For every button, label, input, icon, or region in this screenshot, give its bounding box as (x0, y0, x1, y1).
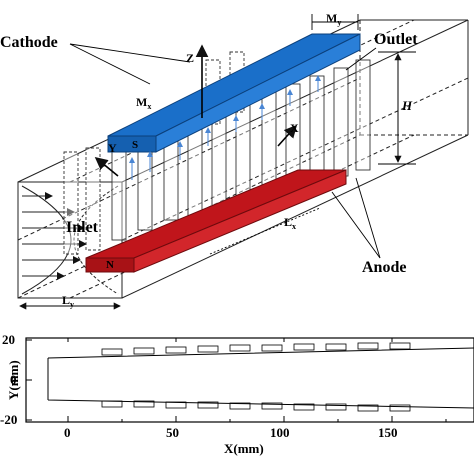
inlet-label: Inlet (66, 219, 99, 236)
outlet-label: Outlet (374, 31, 418, 48)
cathode-side (155, 33, 361, 153)
cathode-label: Cathode (0, 34, 58, 51)
y-ticks (26, 339, 32, 421)
x-tick-100: 100 (270, 425, 290, 440)
magnetic-field-arrows (129, 75, 321, 180)
m-y-label: My (326, 11, 341, 27)
inlet-velocity-profile (21, 185, 119, 295)
l-x-label: Lx (284, 215, 296, 231)
x-tick-50: 50 (166, 425, 179, 440)
top-electrodes (101, 342, 411, 356)
m-x-label: Mx (136, 95, 151, 111)
y-tick-neg20: -20 (0, 412, 17, 427)
l-y-label: Ly (62, 293, 74, 309)
x-tick-150: 150 (378, 425, 398, 440)
plan-view-plot: 0 50 100 150 20 0 -20 X(mm) Y(mm) (0, 332, 474, 456)
x-axis-label-3d: X (290, 121, 299, 135)
channel-outline (47, 347, 474, 409)
dimension-lines (19, 14, 416, 310)
cathode-slab (107, 33, 361, 153)
y-axis-label-3d: Y (108, 141, 117, 155)
x-ticks (67, 338, 447, 422)
n-pole-label: N (106, 259, 114, 271)
x-tick-0: 0 (64, 425, 71, 440)
coordinate-axes (94, 44, 298, 177)
anode-side (133, 169, 347, 273)
y-tick-20: 20 (2, 332, 15, 347)
h-label: H (401, 98, 413, 113)
bottom-electrodes (101, 400, 411, 412)
s-pole-label: S (132, 139, 138, 151)
anode-label: Anode (362, 259, 406, 276)
anode-slab (85, 169, 347, 273)
x-axis-title: X(mm) (224, 441, 264, 456)
z-axis-label: Z (186, 51, 194, 65)
y-axis-title: Y(mm) (6, 360, 21, 400)
y-tick-0: 0 (10, 372, 17, 387)
